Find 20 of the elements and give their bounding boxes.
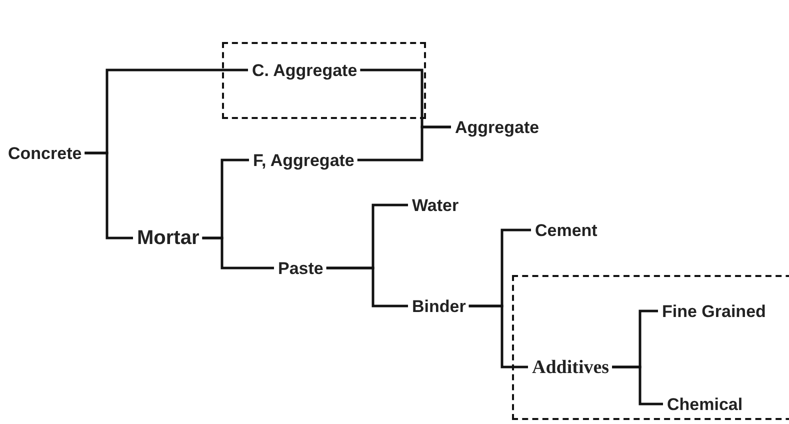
term-label: Paste — [278, 260, 324, 276]
term-label: Water — [412, 196, 459, 214]
dashed-group-frame — [222, 42, 426, 119]
term-label: Binder — [412, 298, 466, 314]
term-label: F, Aggregate — [253, 152, 354, 168]
tree-connector — [202, 236, 274, 270]
term-label: Concrete — [8, 144, 82, 162]
tree-connector — [84, 152, 133, 240]
term-label: Additives — [532, 358, 610, 376]
dashed-group-frame — [512, 275, 789, 420]
term-label: Cement — [535, 222, 598, 238]
term-label: Mortar — [137, 228, 200, 248]
term-label: Aggregate — [455, 118, 540, 136]
tree-connector — [468, 304, 528, 368]
term-label: Fine Grained — [662, 302, 766, 320]
term-label: C. Aggregate — [252, 62, 358, 78]
tree-connector — [612, 366, 663, 406]
tree-connector — [326, 266, 408, 308]
term-label: Chemical — [667, 396, 743, 412]
tree-connector — [357, 126, 451, 162]
